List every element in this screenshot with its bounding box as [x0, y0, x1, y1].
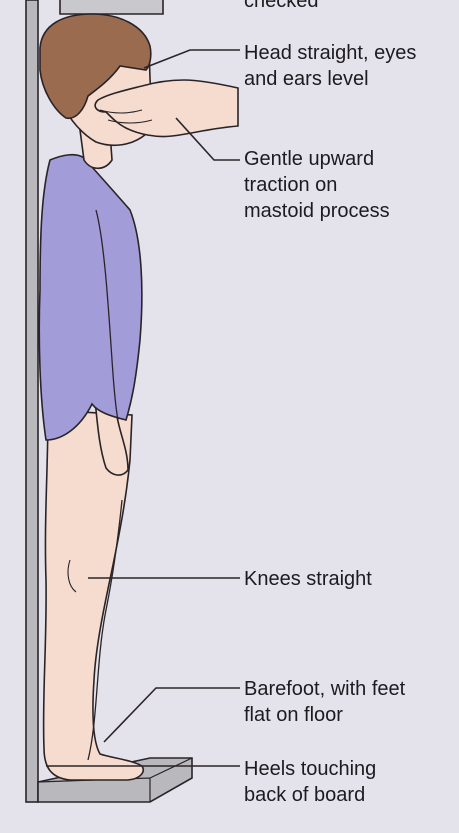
swimsuit — [39, 155, 142, 440]
header-fragment: checked — [244, 0, 319, 14]
annotation-heels: Heels touching back of board — [244, 756, 376, 808]
annotation-head: Head straight, eyes and ears level — [244, 40, 416, 92]
leader-barefoot — [104, 688, 240, 742]
stadiometer-headboard — [60, 0, 163, 14]
annotation-traction: Gentle upward traction on mastoid proces… — [244, 146, 390, 224]
annotation-barefoot: Barefoot, with feet flat on floor — [244, 676, 405, 728]
annotation-knees: Knees straight — [244, 566, 372, 592]
leader-head — [144, 50, 240, 68]
measuring-board — [26, 0, 38, 802]
